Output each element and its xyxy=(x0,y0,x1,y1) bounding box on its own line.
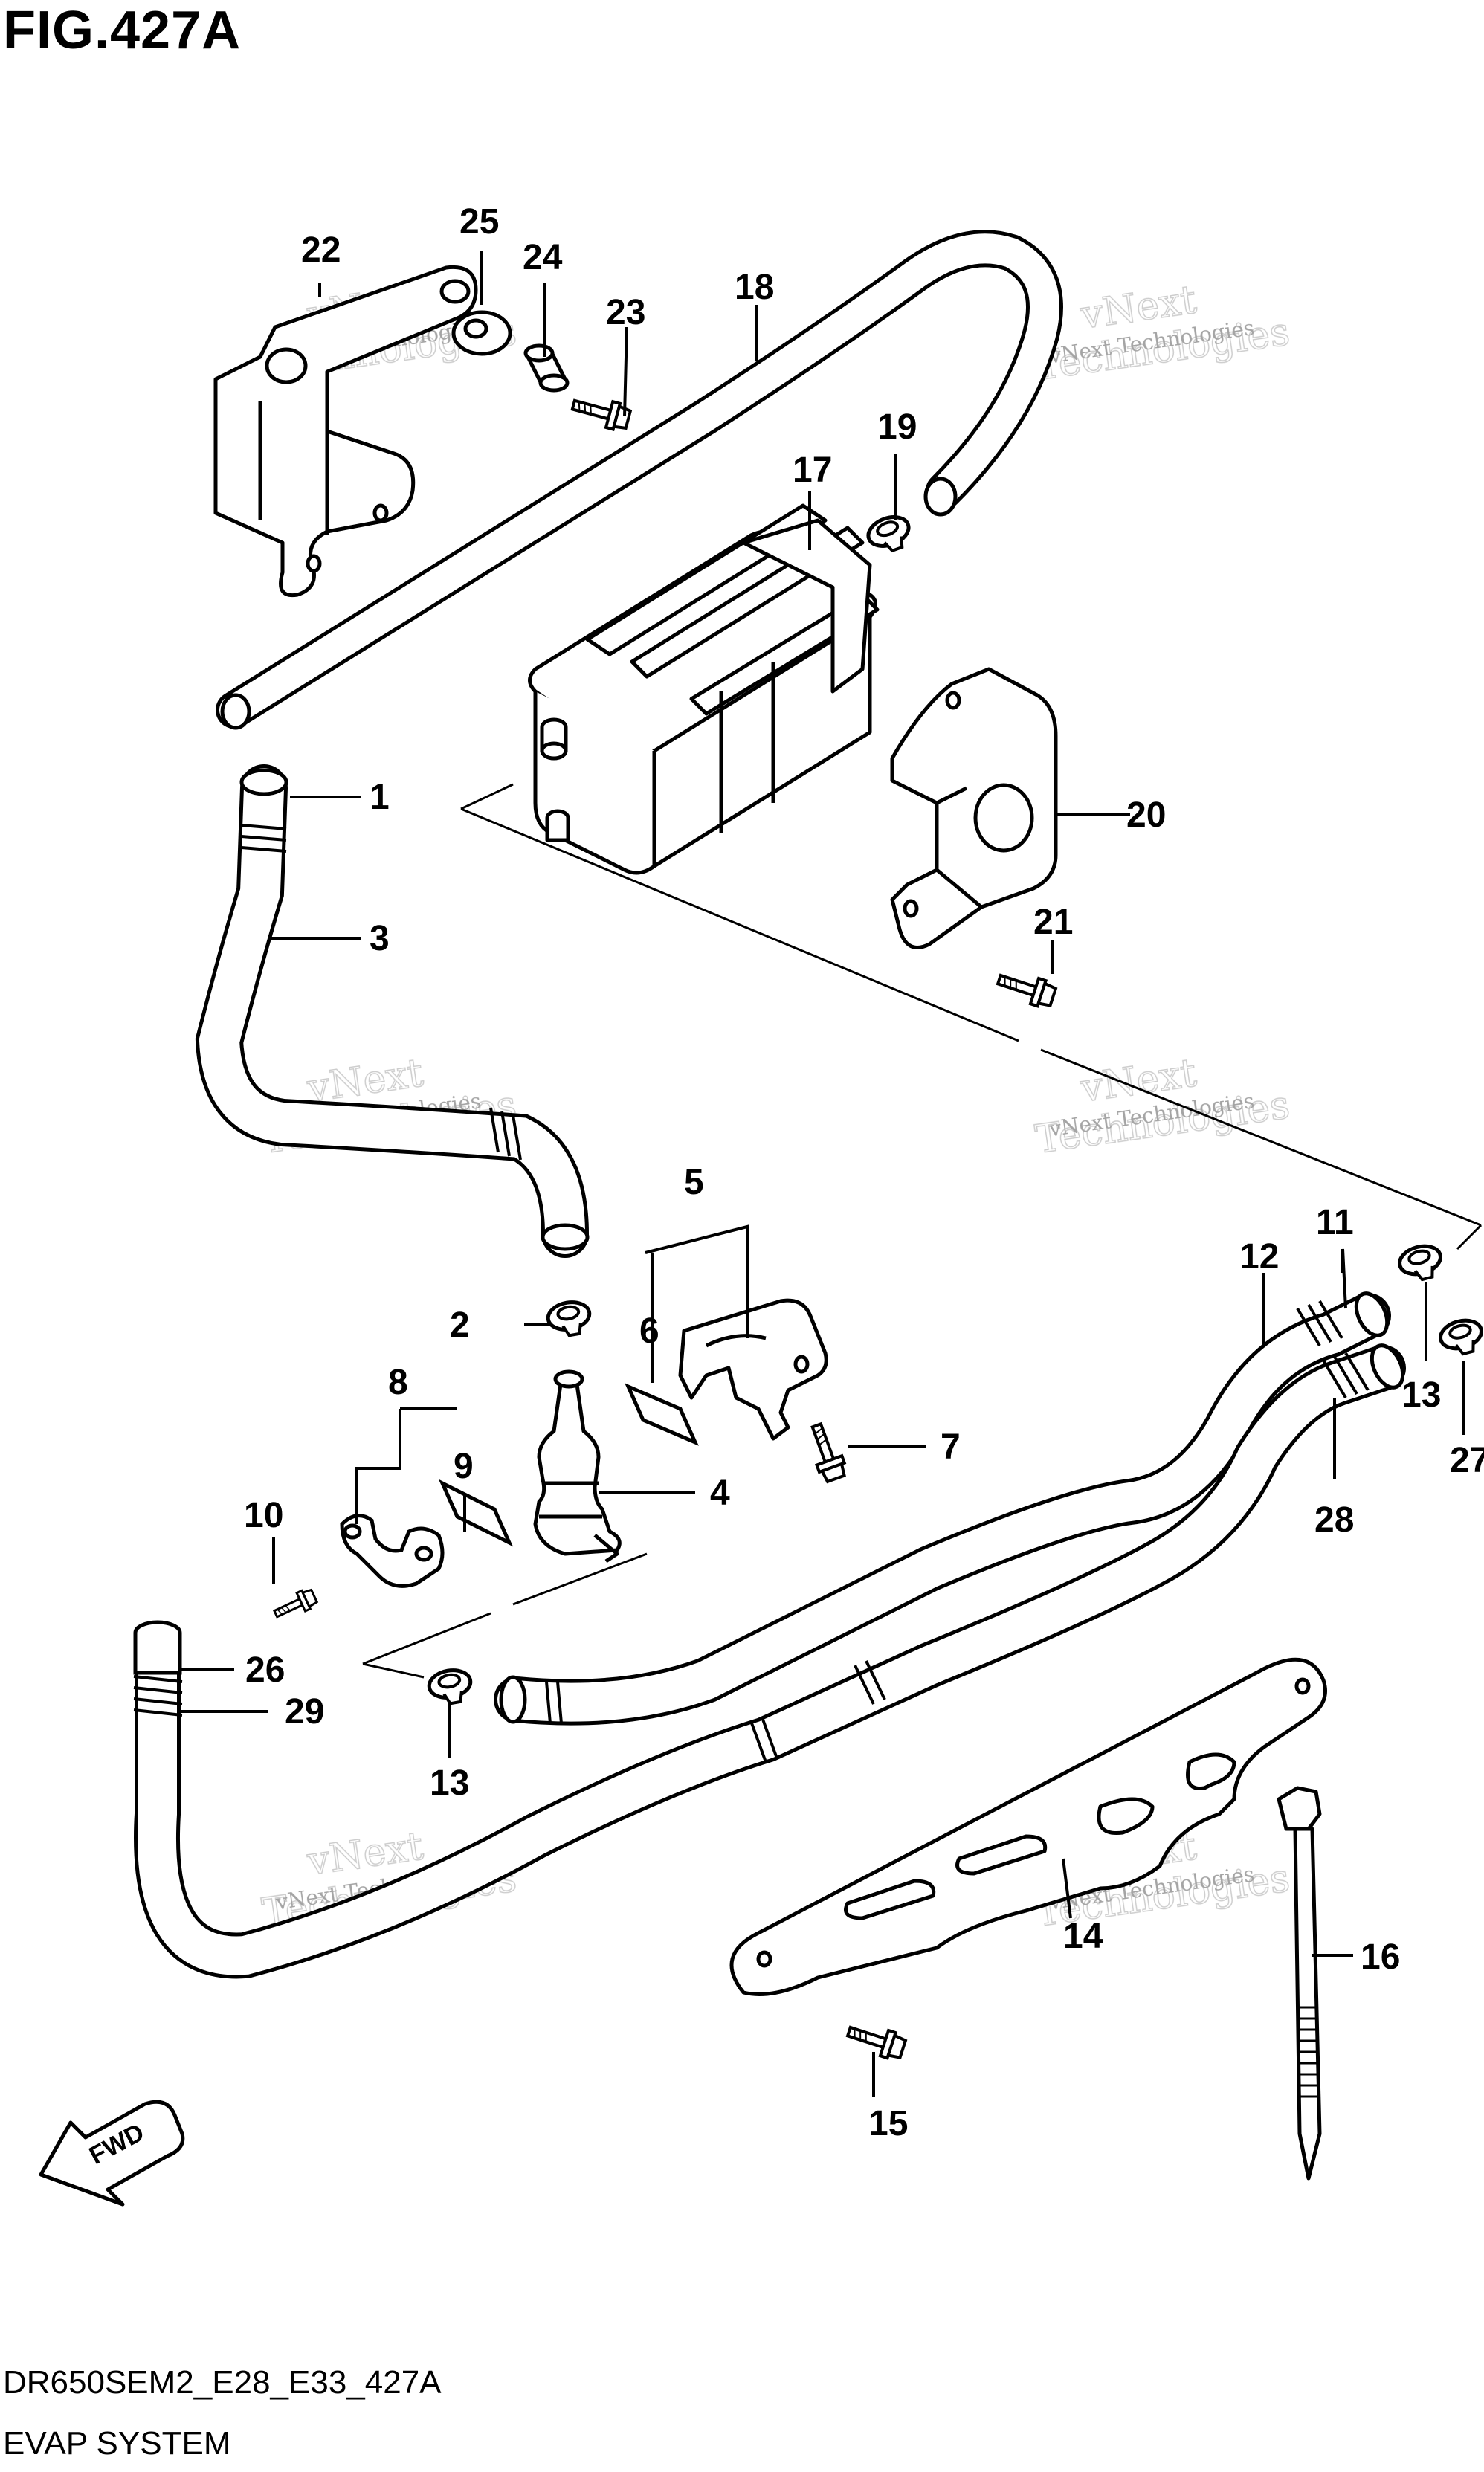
hose-29-end xyxy=(1370,1343,1405,1390)
callout-6: 6 xyxy=(639,1311,659,1351)
callout-14: 14 xyxy=(1063,1917,1103,1956)
hose-18-end xyxy=(220,693,251,730)
bracket-20 xyxy=(890,667,1058,949)
callout-23: 23 xyxy=(606,293,645,332)
bolt-23 xyxy=(568,390,633,434)
clamp-27 xyxy=(1437,1316,1484,1358)
callout-7: 7 xyxy=(941,1427,961,1467)
plate-14 xyxy=(729,1657,1327,1996)
hose-26-fitting xyxy=(133,1633,182,1675)
section-title: EVAP SYSTEM xyxy=(3,2425,231,2462)
valve-4 xyxy=(533,1369,622,1563)
callout-3: 3 xyxy=(370,919,390,958)
hose-18 xyxy=(216,230,1063,729)
callout-5: 5 xyxy=(684,1163,704,1202)
figure-code: DR650SEM2_E28_E33_427A xyxy=(3,2364,442,2401)
callout-13-lower: 13 xyxy=(430,1763,469,1803)
callout-2: 2 xyxy=(450,1306,470,1345)
clamp-19 xyxy=(865,512,915,557)
callout-17: 17 xyxy=(793,451,832,490)
callout-16: 16 xyxy=(1361,1937,1400,1977)
callout-13-upper: 13 xyxy=(1401,1375,1441,1415)
callout-27: 27 xyxy=(1450,1441,1484,1480)
hose-3-end xyxy=(541,1223,590,1251)
assembly-guide-lines xyxy=(362,783,1483,1679)
clamp-13-upper xyxy=(1396,1242,1445,1284)
callout-28: 28 xyxy=(1314,1500,1354,1540)
callout-19: 19 xyxy=(877,407,917,447)
screw-15 xyxy=(843,2017,909,2064)
hose-12-end xyxy=(499,1675,527,1724)
clamp-2 xyxy=(546,1299,593,1338)
canister-17 xyxy=(528,503,880,875)
hose-12-end xyxy=(1354,1291,1390,1337)
hose-3 xyxy=(195,764,589,1258)
leader-lines xyxy=(178,251,1465,2097)
bracket-5 xyxy=(678,1298,828,1441)
callout-20: 20 xyxy=(1126,796,1166,835)
callout-9: 9 xyxy=(454,1447,474,1486)
callout-10: 10 xyxy=(244,1496,283,1535)
hose-18-end xyxy=(923,477,958,517)
callout-12: 12 xyxy=(1239,1237,1279,1277)
cable-tie-16 xyxy=(1277,1786,1322,2181)
collar-24 xyxy=(523,343,570,393)
callout-15: 15 xyxy=(868,2104,908,2143)
fwd-arrow: FWD xyxy=(39,2100,185,2207)
bolt-7 xyxy=(802,1419,851,1485)
callout-18: 18 xyxy=(735,268,774,307)
hose-12 xyxy=(494,1293,1391,1726)
grommet-25 xyxy=(451,310,512,356)
bracket-22 xyxy=(213,265,478,598)
hose-ribs xyxy=(133,1300,1370,1763)
callout-22: 22 xyxy=(301,230,341,270)
callout-8: 8 xyxy=(388,1363,408,1402)
pad-6 xyxy=(625,1383,699,1446)
callout-25: 25 xyxy=(459,202,499,242)
callout-1: 1 xyxy=(370,778,390,817)
clamp-13-lower xyxy=(427,1667,474,1706)
callout-4: 4 xyxy=(710,1474,730,1513)
bolt-21 xyxy=(993,965,1059,1012)
hose-3-ribs xyxy=(241,824,522,1161)
watermark-group: vNext Technologies vNext Technologies vN… xyxy=(259,277,1293,1937)
callout-21: 21 xyxy=(1033,903,1073,942)
figure-title: FIG.427A xyxy=(3,1,242,60)
callout-26: 26 xyxy=(245,1650,285,1690)
callout-29: 29 xyxy=(285,1692,324,1732)
clamp-8 xyxy=(340,1514,445,1588)
callout-24: 24 xyxy=(523,238,563,277)
screw-10 xyxy=(270,1585,320,1624)
callout-numbers: 1 2 3 4 5 6 7 8 9 10 11 12 13 13 14 15 1… xyxy=(244,202,1484,2143)
hose-3-end xyxy=(239,768,288,796)
callout-11: 11 xyxy=(1316,1203,1354,1242)
pad-9 xyxy=(438,1479,514,1547)
hose-29 xyxy=(134,1345,1406,1979)
